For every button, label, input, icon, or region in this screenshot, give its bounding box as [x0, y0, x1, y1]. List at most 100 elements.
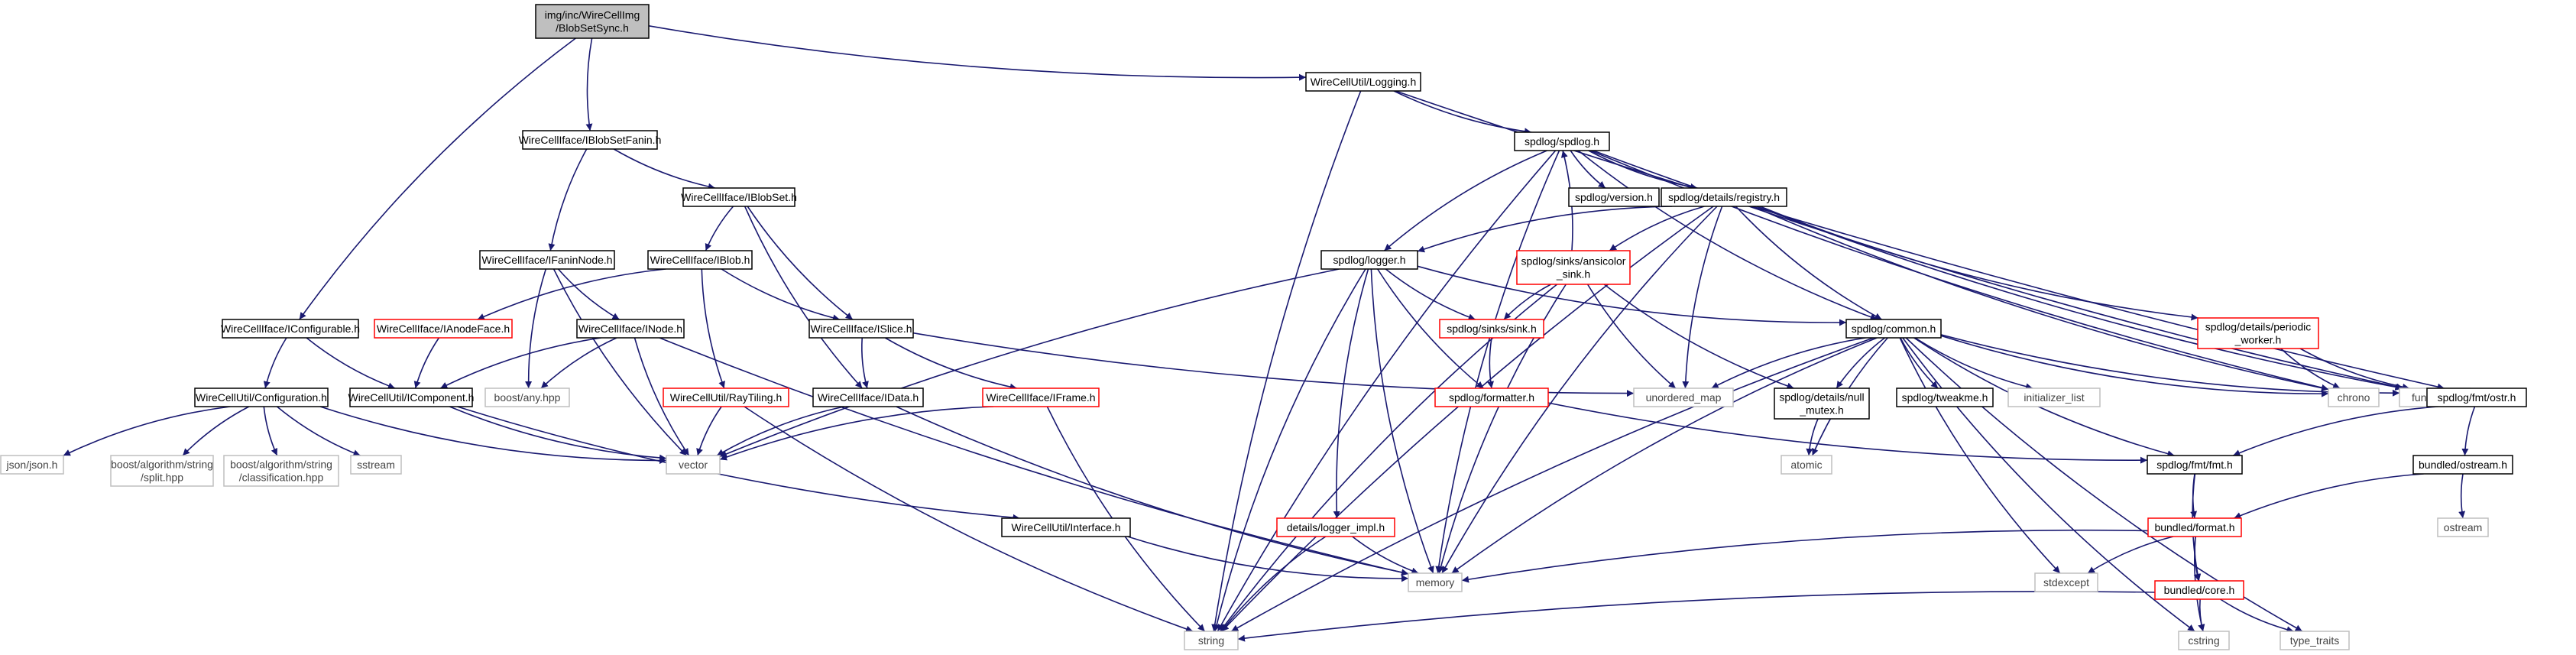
node-box — [682, 187, 795, 207]
node-label: WireCellUtil/RayTiling.h — [670, 391, 783, 404]
edge-registry-to-logger — [1417, 206, 1673, 253]
node-box — [808, 319, 914, 339]
node-label: WireCellUtil/Configuration.h — [196, 391, 327, 404]
node-box — [222, 319, 359, 339]
edge-registry-to-common — [1735, 206, 1882, 320]
node-idata[interactable]: WireCellIface/IData.h — [812, 387, 924, 407]
node-registry[interactable]: spdlog/details/registry.h — [1661, 187, 1787, 207]
edge-common-to-string — [1230, 337, 1874, 632]
node-box — [2437, 517, 2489, 537]
node-label: chrono — [2338, 391, 2370, 404]
node-nullmutex[interactable]: spdlog/details/null_mutex.h — [1774, 387, 1870, 420]
node-raytiling[interactable]: WireCellUtil/RayTiling.h — [663, 387, 789, 407]
node-atomic: atomic — [1781, 455, 1832, 475]
node-label: string — [1198, 634, 1224, 647]
node-format[interactable]: bundled/format.h — [2147, 517, 2242, 537]
edge-core-to-type_traits — [2220, 598, 2294, 634]
edge-raytiling-to-string — [744, 406, 1194, 633]
node-label: spdlog/fmt/fmt.h — [2156, 459, 2233, 471]
edge-format-to-memory — [1461, 529, 2149, 583]
node-ansicolor[interactable]: spdlog/sinks/ansicolor_sink.h — [1516, 250, 1631, 285]
node-iframe[interactable]: WireCellIface/IFrame.h — [982, 387, 1100, 407]
node-initlist: initializer_list — [2007, 387, 2101, 407]
node-formatter[interactable]: spdlog/formatter.h — [1434, 387, 1549, 407]
node-iblob[interactable]: WireCellIface/IBlob.h — [647, 250, 753, 270]
node-root[interactable]: img/inc/WireCellImg/BlobSetSync.h — [535, 4, 650, 39]
edge-islice-to-idata — [861, 337, 869, 389]
edge-logger-to-sink — [1385, 268, 1476, 321]
edge-sink-to-formatter — [1487, 337, 1495, 389]
node-label: spdlog/details/periodic — [2205, 321, 2312, 333]
edge-logger-to-formatter — [1377, 268, 1484, 389]
node-ostr[interactable]: spdlog/fmt/ostr.h — [2426, 387, 2527, 407]
node-label: ostream — [2444, 521, 2483, 533]
node-split: boost/algorithm/string/split.hpp — [110, 455, 214, 487]
dependency-edges — [63, 25, 2476, 642]
node-label: bundled/core.h — [2164, 584, 2235, 596]
node-box — [1434, 387, 1549, 407]
node-common[interactable]: spdlog/common.h — [1845, 319, 1942, 339]
node-label: spdlog/tweakme.h — [1902, 391, 1988, 404]
node-islice[interactable]: WireCellIface/ISlice.h — [808, 319, 914, 339]
edge-spdlog-to-logger — [1383, 150, 1547, 251]
node-configuration[interactable]: WireCellUtil/Configuration.h — [194, 387, 329, 407]
edge-registry-to-ansicolor — [1609, 206, 1705, 251]
edge-faninnode-to-boostany — [525, 268, 547, 389]
node-label: WireCellUtil/Interface.h — [1011, 521, 1120, 533]
node-sink[interactable]: spdlog/sinks/sink.h — [1439, 319, 1544, 339]
node-tweakme[interactable]: spdlog/tweakme.h — [1896, 387, 1994, 407]
node-configurable[interactable]: WireCellIface/IConfigurable.h — [221, 319, 360, 339]
node-box — [982, 387, 1100, 407]
node-ostream_h[interactable]: bundled/ostream.h — [2412, 455, 2513, 475]
edge-faninnode-to-inode — [557, 268, 620, 320]
node-box — [1305, 72, 1421, 92]
node-logger[interactable]: spdlog/logger.h — [1320, 250, 1418, 270]
node-core[interactable]: bundled/core.h — [2154, 580, 2244, 600]
edge-ansicolor-to-unordered_map — [1586, 284, 1677, 389]
node-spdlog[interactable]: spdlog/spdlog.h — [1514, 131, 1610, 151]
node-label: spdlog/details/registry.h — [1668, 191, 1780, 203]
edge-logger-to-loggerimpl — [1333, 268, 1369, 519]
node-label: bundled/format.h — [2154, 521, 2234, 533]
node-label: json/json.h — [6, 459, 58, 471]
edge-logging-to-spdlog — [1393, 90, 1532, 135]
node-anodeface[interactable]: WireCellIface/IAnodeFace.h — [374, 319, 513, 339]
edge-faninnode-to-vector — [552, 268, 687, 456]
edge-ostream_h-to-format — [2234, 473, 2424, 519]
edge-common-to-stdexcept — [1899, 337, 2061, 574]
node-logging[interactable]: WireCellUtil/Logging.h — [1305, 72, 1421, 92]
edge-loggerimpl-to-memory — [1352, 536, 1419, 575]
edge-nullmutex-to-atomic — [1806, 418, 1819, 456]
node-label: spdlog/fmt/ostr.h — [2438, 391, 2516, 404]
node-box — [1633, 387, 1734, 407]
node-label: type_traits — [2290, 634, 2340, 647]
node-label: spdlog/sinks/sink.h — [1447, 323, 1537, 335]
edge-icomponent-to-interface — [457, 406, 1020, 521]
edge-configuration-to-json — [63, 406, 231, 456]
node-loggerimpl[interactable]: details/logger_impl.h — [1276, 517, 1395, 537]
node-label: initializer_list — [2024, 391, 2084, 404]
node-box — [2147, 517, 2242, 537]
edge-inode-to-vector — [633, 337, 690, 456]
edge-ostr-to-fmt — [2232, 406, 2438, 456]
edge-root-to-configurable — [299, 37, 576, 320]
node-faninnode[interactable]: WireCellIface/IFaninNode.h — [479, 250, 615, 270]
node-blobset[interactable]: WireCellIface/IBlobSet.h — [681, 187, 797, 207]
node-fmt[interactable]: spdlog/fmt/fmt.h — [2147, 455, 2243, 475]
node-box — [2007, 387, 2101, 407]
node-box — [223, 455, 339, 487]
edge-registry-to-unordered_map — [1682, 206, 1723, 389]
edge-spdlog-to-chrono — [1589, 150, 2329, 391]
node-interface[interactable]: WireCellUtil/Interface.h — [1001, 517, 1131, 537]
edge-configuration-to-vector — [319, 406, 667, 465]
node-inode[interactable]: WireCellIface/INode.h — [576, 319, 685, 339]
node-label: vector — [679, 459, 708, 471]
node-version[interactable]: spdlog/version.h — [1568, 187, 1660, 207]
node-box — [812, 387, 924, 407]
node-fanin[interactable]: WireCellIface/IBlobSetFanin.h — [519, 130, 662, 150]
edge-iframe-to-vector — [719, 406, 994, 461]
node-box — [2426, 387, 2527, 407]
node-icomponent[interactable]: WireCellUtil/IComponent.h — [348, 387, 475, 407]
node-periodic[interactable]: spdlog/details/periodic_worker.h — [2197, 317, 2319, 349]
node-classification: boost/algorithm/string/classification.hp… — [223, 455, 339, 487]
